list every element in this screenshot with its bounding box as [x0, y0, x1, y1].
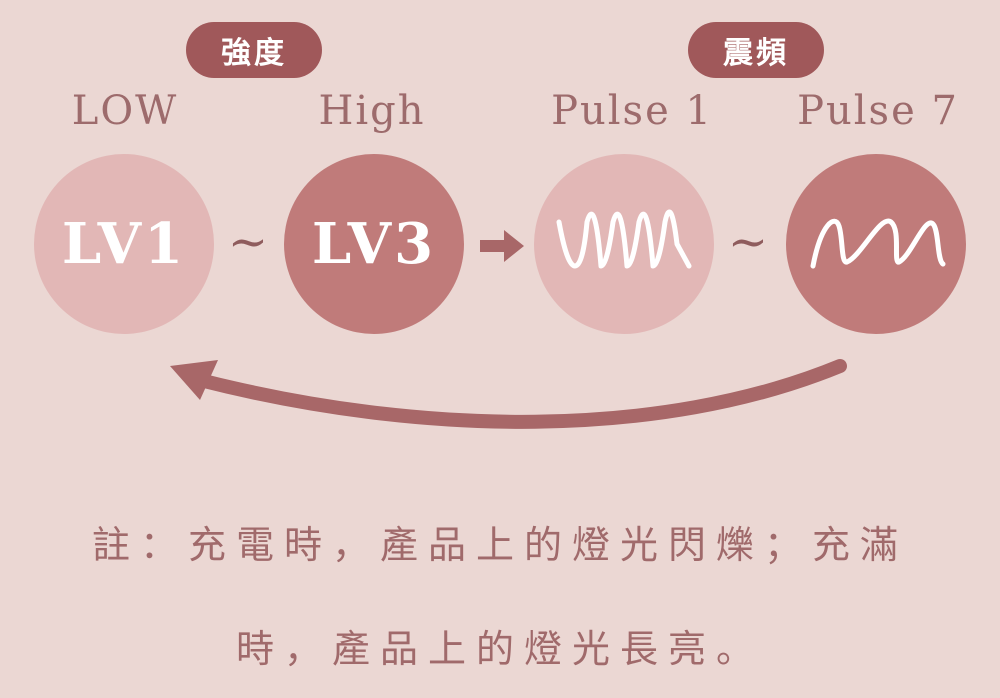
note-line-1: 註：充電時，產品上的燈光閃爍；充滿 — [91, 523, 908, 567]
label-high: High — [318, 88, 426, 134]
pulse-end-circle — [786, 154, 966, 334]
level-min-text: LV1 — [61, 211, 187, 277]
level-max-text: LV3 — [311, 211, 437, 277]
pulse-start-circle — [534, 154, 714, 334]
label-low: LOW — [71, 88, 179, 134]
range-tilde-intensity: ~ — [227, 214, 269, 270]
slow-wave-icon — [810, 218, 946, 269]
return-arrow-icon — [170, 359, 847, 429]
label-pulse-end: Pulse 7 — [797, 88, 959, 134]
intensity-tag: 強度 — [186, 22, 322, 78]
note-line-2: 時，產品上的燈光長亮。 — [235, 627, 764, 671]
vibration-tag: 震頻 — [688, 22, 824, 78]
level-max-circle: LV3 — [284, 154, 464, 334]
range-tilde-pulse: ~ — [727, 214, 769, 270]
label-pulse-start: Pulse 1 — [551, 88, 713, 134]
fast-wave-icon — [556, 209, 692, 269]
right-arrow-icon — [480, 230, 524, 262]
level-min-circle: LV1 — [34, 154, 214, 334]
